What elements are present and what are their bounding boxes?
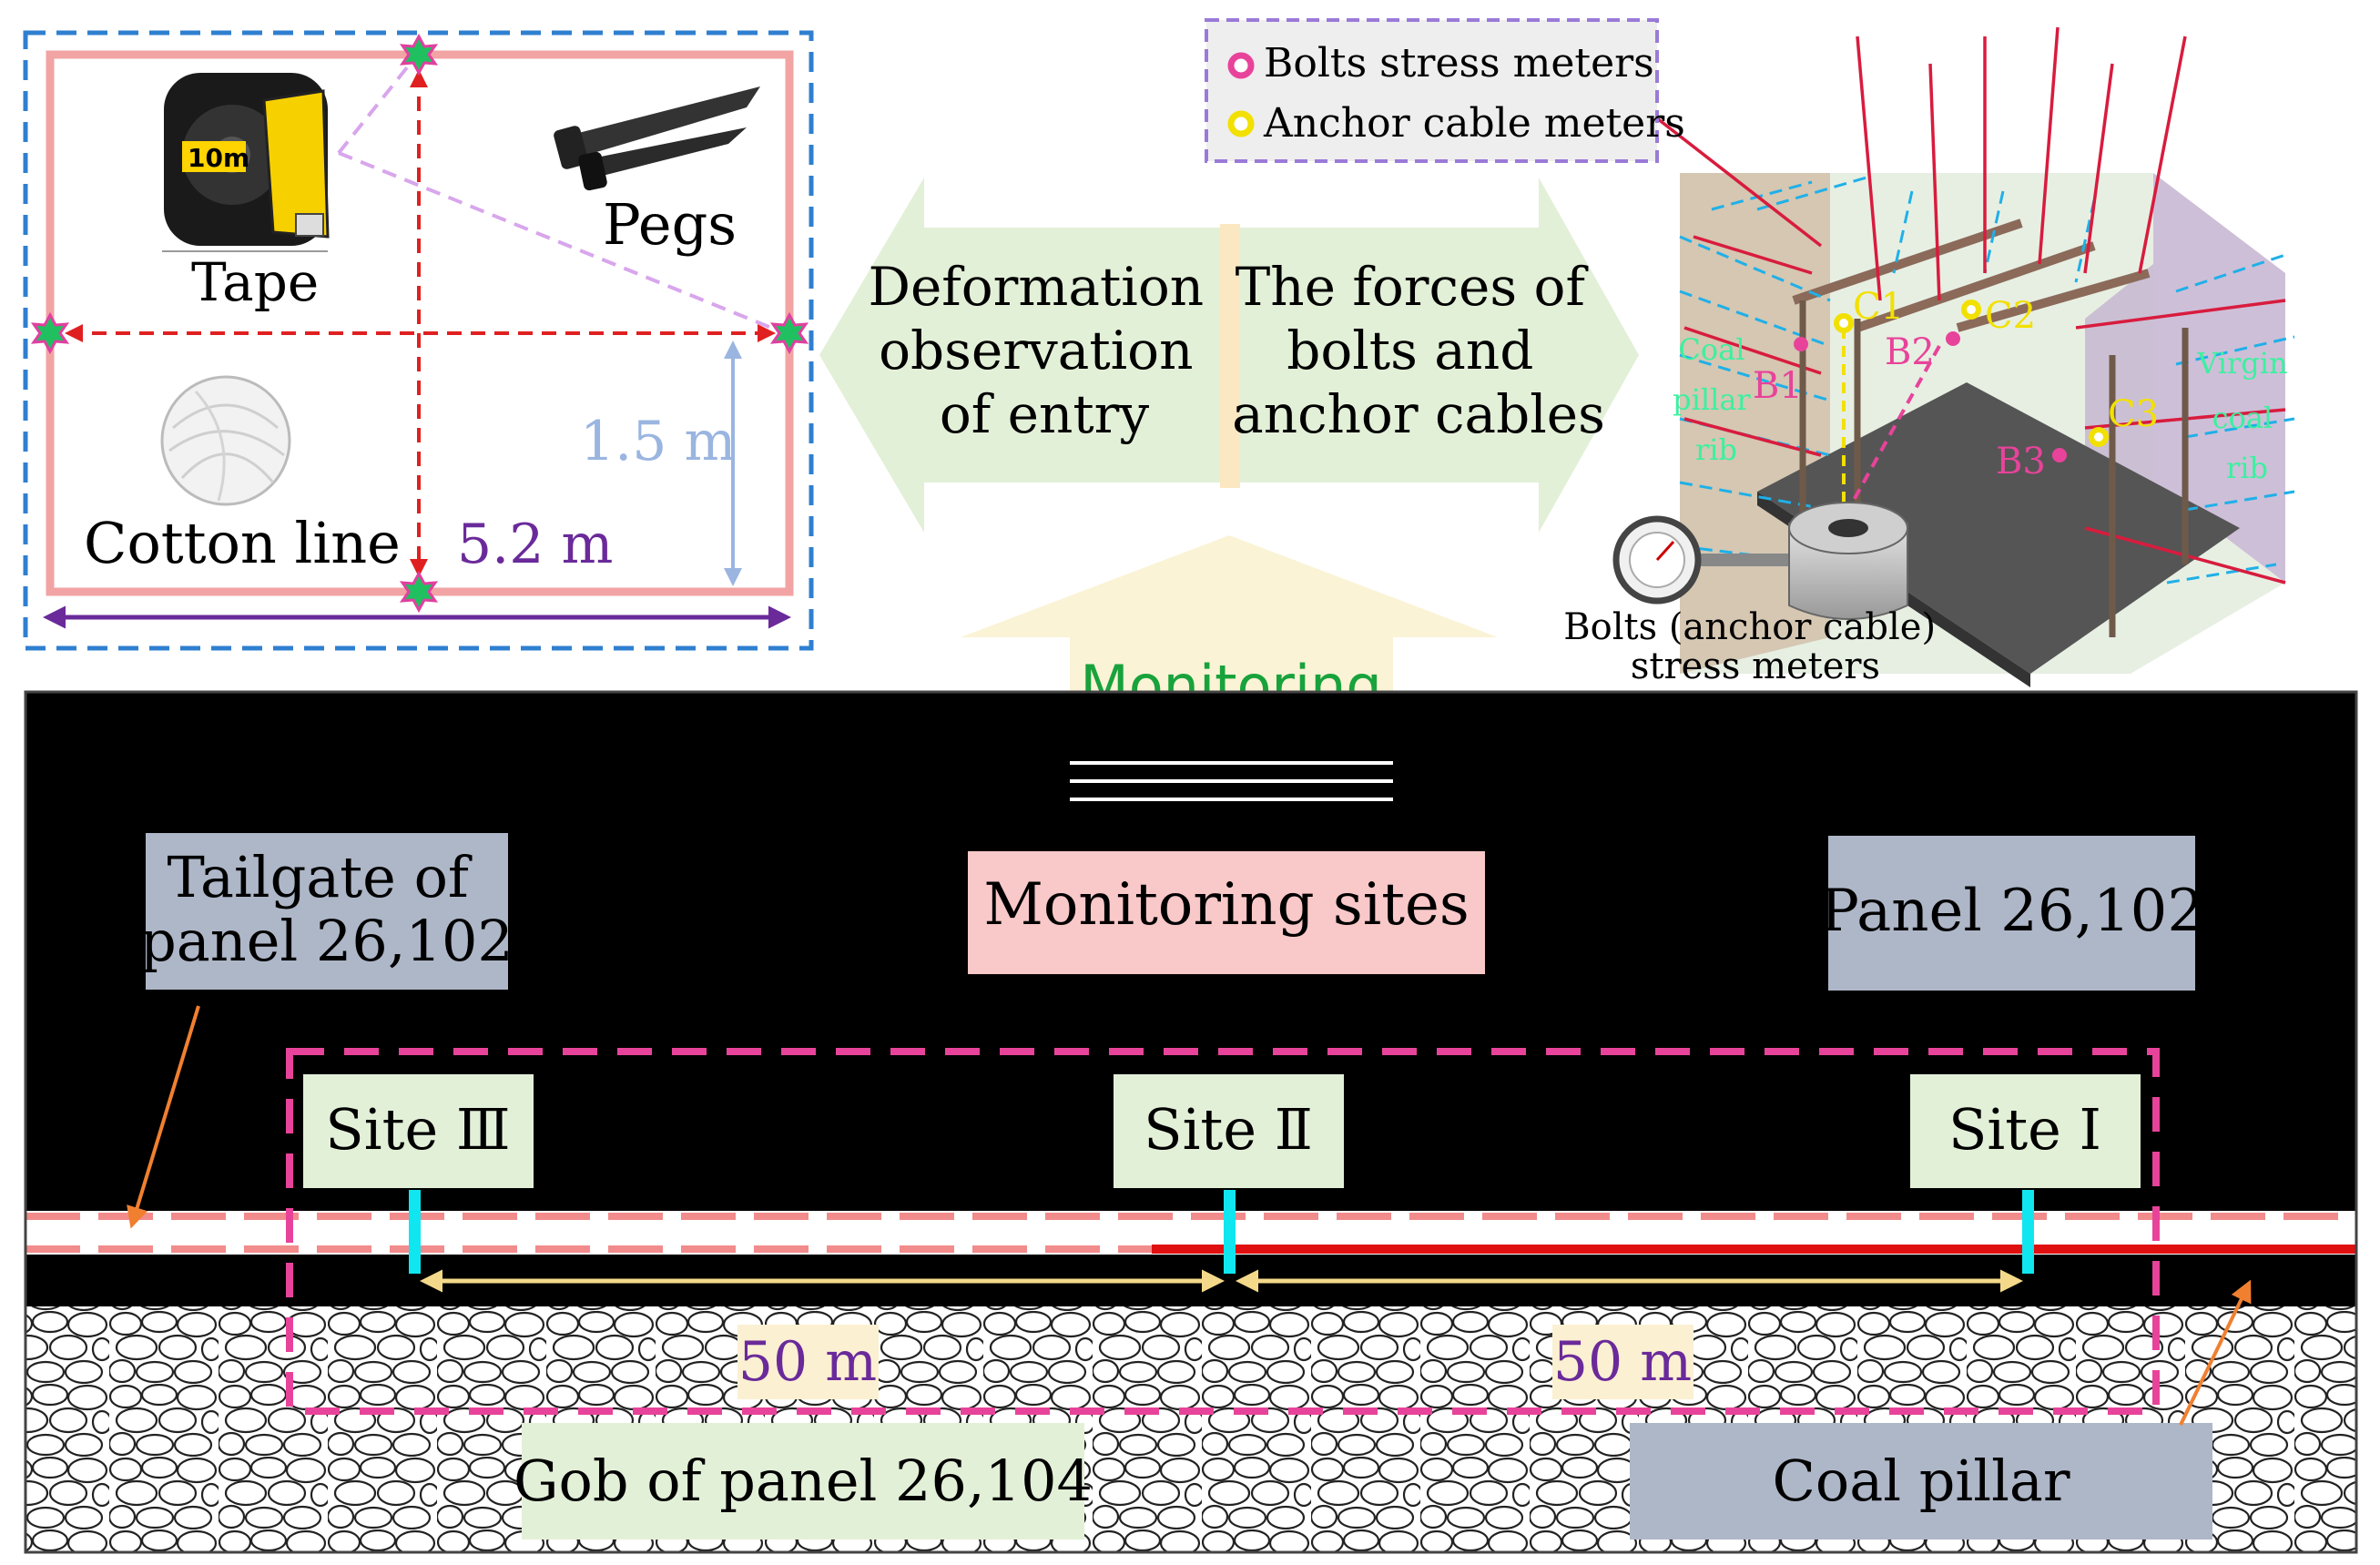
tape-pointer-line-2: [338, 151, 786, 335]
site-ii-marker: [1224, 1190, 1236, 1274]
monitoring-sites-box: [968, 851, 1485, 974]
cotton-ball-icon: [160, 375, 291, 506]
tape-brand-text: 10m: [188, 143, 249, 173]
site-iii-box: [303, 1074, 534, 1188]
arrow-divider: [1220, 224, 1240, 488]
cotton-line-label: Cotton line: [84, 510, 401, 576]
left-arrow: [819, 178, 1229, 533]
tape-pointer-line: [337, 60, 413, 155]
panel-label-box: [1828, 836, 2195, 991]
label-c2: C2: [1985, 295, 2036, 337]
pegs-icon: [554, 86, 760, 191]
label-c1: C1: [1853, 286, 1904, 328]
height-label: 1.5 m: [580, 410, 736, 473]
roadway-floor: [1757, 382, 2240, 674]
label-c3: C3: [2108, 393, 2159, 435]
distance-box-2: [1552, 1325, 1693, 1399]
point-b3: [2052, 448, 2067, 462]
peg-star-right: [769, 311, 809, 355]
label-b1: B1: [1753, 365, 1803, 407]
gob-label-box: [522, 1423, 1084, 1540]
gauge-caption: Bolts (anchor cable) stress meters: [1563, 606, 1948, 687]
site-iii-marker: [409, 1190, 421, 1274]
legend-cables-text: Anchor cable meters: [1263, 100, 1685, 147]
point-b2: [1946, 331, 1960, 346]
site-map: Tailgate of panel 26,102 Monitoring site…: [24, 690, 2358, 1554]
tailgate-label: Tailgate of panel 26,102: [140, 844, 514, 974]
peg-star-left: [30, 311, 70, 355]
gob-label: Gob of panel 26,104: [514, 1448, 1093, 1514]
width-label: 5.2 m: [457, 513, 613, 576]
center-arrows: Deformation observation of entry The for…: [819, 178, 1639, 757]
label-b2: B2: [1885, 331, 1935, 373]
coal-pillar-pointer-arrow: [2179, 1279, 2252, 1426]
deformation-text: Deformation observation of entry: [868, 256, 1220, 445]
point-c1: [1834, 313, 1854, 333]
monitoring-zone-outline: [286, 1048, 2160, 1415]
site-ii-box: [1114, 1074, 1344, 1188]
bolt-meter-legend-icon: [1227, 52, 1255, 79]
coal-pillar-box: [1630, 1423, 2212, 1540]
distance-label-1: 50 m: [738, 1330, 877, 1394]
site-i-label: Site Ⅰ: [1948, 1096, 2101, 1163]
measurement-panel: 10m Tape Pegs Cotton line: [23, 30, 814, 651]
monitoring-sites-label: Monitoring sites: [983, 871, 1469, 939]
site-i-box: [1910, 1074, 2141, 1188]
peg-star-bottom: [399, 570, 439, 614]
legend-bolts-text: Bolts stress meters: [1264, 40, 1654, 86]
roadway-3d-model: Bolts stress meters Anchor cable meters …: [1205, 18, 2297, 687]
point-b1: [1794, 337, 1808, 351]
distance-box-1: [737, 1325, 879, 1399]
coal-pillar-rib-label: Coal pillar rib: [1673, 332, 1760, 467]
cable-meter-legend-icon: [1227, 110, 1255, 137]
forces-text: The forces of bolts and anchor cables: [1232, 256, 1605, 445]
virgin-coal-rib-label: Virgin coal rib: [2196, 346, 2297, 485]
site-iii-label: Site Ⅲ: [325, 1096, 510, 1163]
right-arrow: [1229, 178, 1639, 533]
tailgate-label-box: [146, 833, 508, 990]
tailgate-pointer-arrow: [127, 1005, 200, 1229]
point-c2: [1961, 300, 1981, 320]
peg-star-top: [399, 33, 439, 76]
site-ii-label: Site Ⅱ: [1144, 1096, 1313, 1163]
point-c3: [2089, 427, 2109, 447]
blue-dashed-frame: [23, 30, 814, 651]
tape-label: Tape: [191, 251, 319, 313]
coal-pillar-label: Coal pillar: [1772, 1448, 2070, 1514]
tape-measure-icon: 10m: [162, 73, 330, 252]
panel-label: Panel 26,102: [1820, 878, 2204, 945]
legend-box: [1205, 18, 1659, 163]
stress-meter-gauge-icon: [1612, 502, 1908, 620]
pegs-label: Pegs: [603, 191, 737, 258]
site-i-marker: [2022, 1190, 2034, 1274]
label-b3: B3: [1996, 441, 2046, 483]
distance-label-2: 50 m: [1553, 1330, 1692, 1394]
